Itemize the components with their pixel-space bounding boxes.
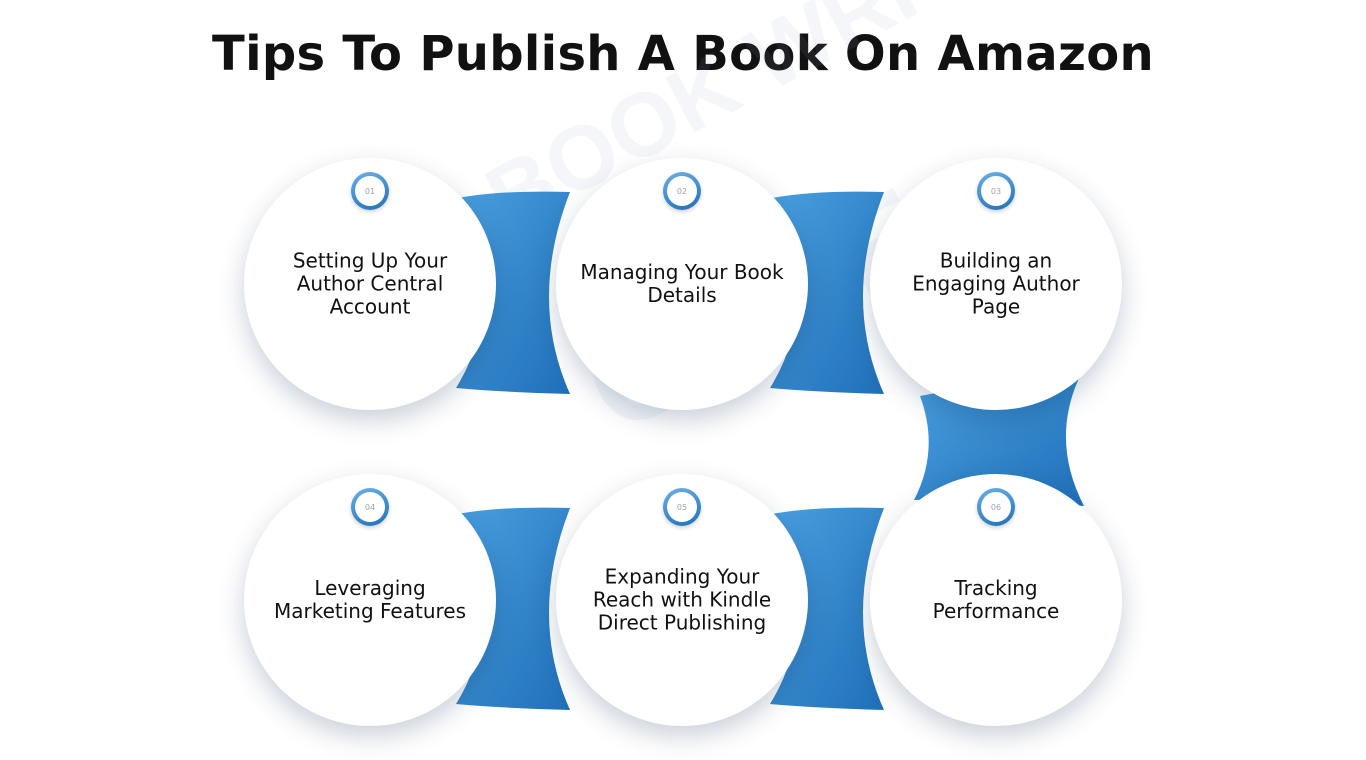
step-circle-4: 04 Leveraging Marketing Features [244,474,496,726]
step-label: Tracking Performance [932,576,1060,623]
step-label: Building an Engaging Author Page [912,248,1080,319]
step-number-badge: 01 [351,172,389,210]
step-label: Setting Up Your Author Central Account [292,248,448,319]
step-number: 05 [667,492,697,522]
page-title: Tips To Publish A Book On Amazon [212,26,1154,82]
step-circle-6: 06 Tracking Performance [870,474,1122,726]
connector-3-6 [914,376,1084,506]
step-number: 04 [355,492,385,522]
step-label: Managing Your Book Details [580,260,784,307]
step-circle-5: 05 Expanding Your Reach with Kindle Dire… [556,474,808,726]
step-label: Expanding Your Reach with Kindle Direct … [592,564,772,635]
step-label: Leveraging Marketing Features [273,576,467,623]
step-number: 03 [981,176,1011,206]
step-circle-2: 02 Managing Your Book Details [556,158,808,410]
step-number-badge: 06 [977,488,1015,526]
step-number-badge: 04 [351,488,389,526]
step-number-badge: 05 [663,488,701,526]
step-number-badge: 03 [977,172,1015,210]
step-number: 01 [355,176,385,206]
step-number: 06 [981,492,1011,522]
step-circle-3: 03 Building an Engaging Author Page [870,158,1122,410]
step-number: 02 [667,176,697,206]
step-circle-1: 01 Setting Up Your Author Central Accoun… [244,158,496,410]
step-number-badge: 02 [663,172,701,210]
